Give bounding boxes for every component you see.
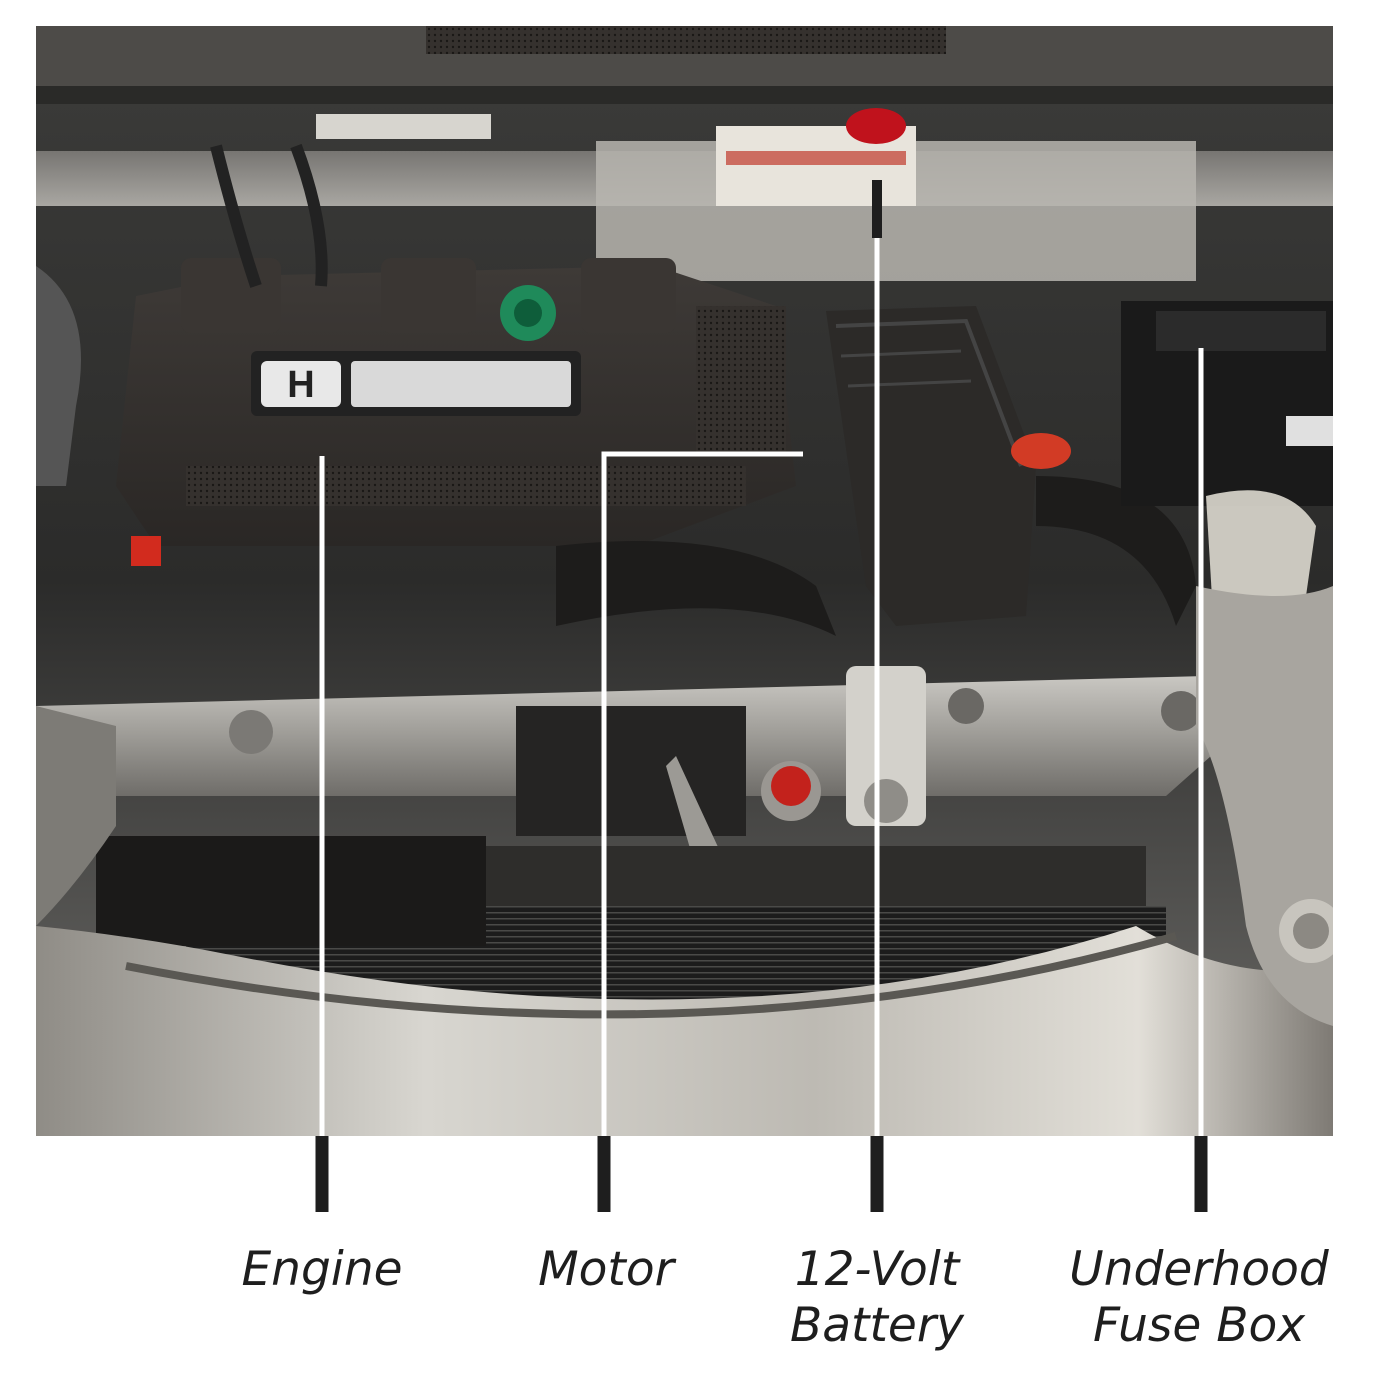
- engine-label: Engine: [241, 1242, 402, 1298]
- motor-label: Motor: [538, 1242, 674, 1298]
- engine-bay-photo: H: [36, 26, 1333, 1136]
- fusebox-label: Underhood Fuse Box: [1069, 1242, 1328, 1354]
- battery-label-line1: 12-Volt: [794, 1242, 960, 1297]
- engine-label-text: Engine: [241, 1242, 403, 1297]
- fusebox-label-line2: Fuse Box: [1092, 1298, 1306, 1353]
- battery-label-line2: Battery: [790, 1298, 964, 1353]
- honda-logo: H: [287, 364, 314, 406]
- battery-label: 12-Volt Battery: [790, 1242, 964, 1354]
- motor-label-text: Motor: [538, 1242, 674, 1297]
- fusebox-label-line1: Underhood: [1069, 1242, 1329, 1297]
